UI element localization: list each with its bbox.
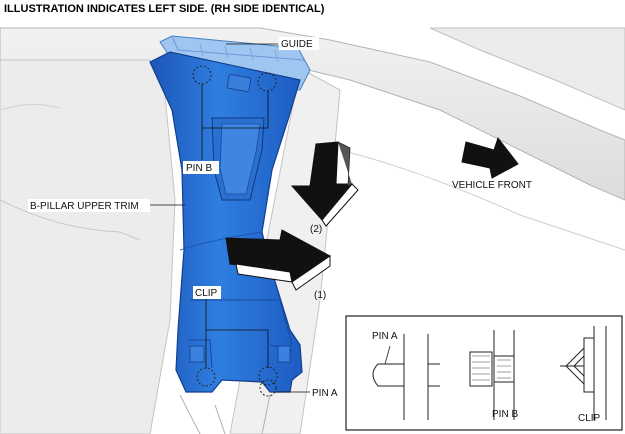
- inset-pin-a-label: PIN A: [372, 331, 398, 342]
- pin-a-label: PIN A: [312, 388, 338, 399]
- vehicle-front-label: VEHICLE FRONT: [452, 180, 532, 191]
- pin-b-locations: [192, 65, 277, 92]
- clip-label: CLIP: [195, 288, 218, 299]
- pin-b-marker-1: [192, 65, 212, 85]
- removal-arrow-1: [225, 229, 331, 291]
- vehicle-front-arrow: [461, 136, 519, 179]
- pin-a-clip-locations: [196, 366, 278, 397]
- pin-b-detail: [469, 330, 515, 420]
- pin-a-detail: [372, 334, 440, 420]
- header-note: ILLUSTRATION INDICATES LEFT SIDE. (RH SI…: [4, 3, 325, 15]
- leader-lines: [150, 43, 310, 393]
- clip-detail: [560, 326, 607, 420]
- inset-pin-b-label: PIN B: [492, 409, 518, 420]
- header-background: [0, 0, 302, 16]
- step-1-label: (1): [314, 290, 326, 301]
- b-pillar-upper-trim-label: B-PILLAR UPPER TRIM: [30, 201, 139, 212]
- inset-clip-label: CLIP: [578, 413, 601, 424]
- guide-label: GUIDE: [281, 39, 313, 50]
- trim-label-bg: [28, 199, 150, 212]
- pin-a-label-bg: [310, 386, 344, 399]
- pin-b-label: PIN B: [186, 163, 212, 174]
- detail-inset: PIN A PIN B CLIP: [345, 315, 623, 431]
- clip-marker-2: [258, 366, 278, 386]
- pin-a-marker: [259, 379, 277, 397]
- guide-label-bg: [279, 37, 319, 50]
- clip-label-bg: [193, 286, 221, 299]
- pin-b-marker-2: [257, 72, 277, 92]
- step-2-label: (2): [310, 224, 322, 235]
- clip-marker-1: [196, 367, 216, 387]
- removal-arrow-2: [290, 141, 359, 227]
- pin-b-label-bg: [183, 161, 219, 174]
